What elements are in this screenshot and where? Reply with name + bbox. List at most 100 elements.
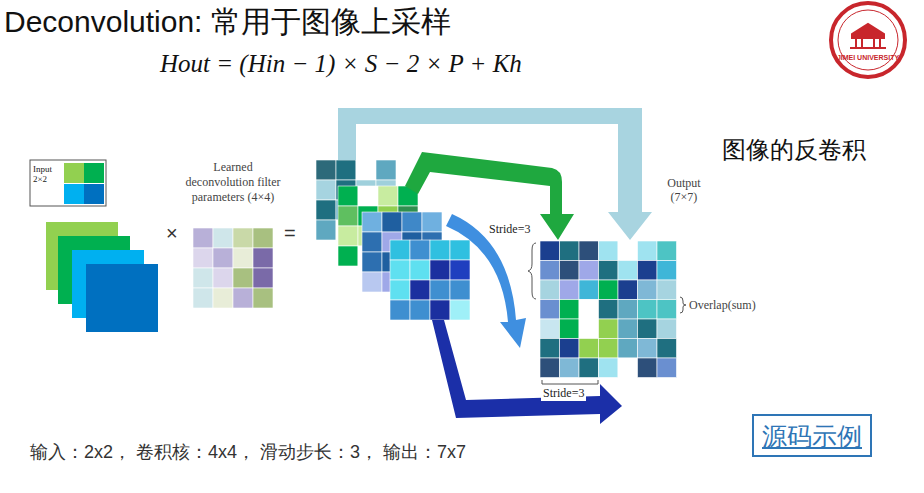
bracket — [680, 297, 686, 313]
grid-cell — [430, 260, 450, 280]
grid-cell — [657, 300, 677, 320]
grid — [540, 241, 677, 378]
grid-cell — [338, 186, 358, 206]
grid-cell — [338, 226, 358, 246]
input-frame — [30, 160, 106, 206]
input-channel — [86, 264, 158, 332]
grid-cell — [579, 358, 599, 378]
grid-cell — [599, 339, 619, 359]
logo-ring — [831, 3, 905, 77]
grid-cell — [376, 160, 396, 180]
grid-cell — [579, 300, 599, 320]
grid-cell — [638, 358, 658, 378]
grid-cell — [618, 358, 638, 378]
logo-text: JIMEI UNIVERSITY — [836, 54, 900, 61]
filter-label: Learned deconvolution filter parameters … — [178, 160, 288, 205]
grid-cell — [599, 280, 619, 300]
grid-cell — [450, 260, 470, 280]
grid-cell — [657, 339, 677, 359]
grid-cell — [579, 241, 599, 261]
grid-cell — [450, 240, 470, 260]
grid-cell — [362, 252, 382, 272]
grid-cell — [213, 288, 233, 308]
grid-cell — [253, 268, 273, 288]
grid-cell — [213, 268, 233, 288]
grid-cell — [540, 280, 560, 300]
grid-cell — [579, 319, 599, 339]
grid-cell — [657, 280, 677, 300]
grid-cell — [253, 288, 273, 308]
grid-cell — [560, 300, 580, 320]
grid-cell — [599, 261, 619, 281]
grid-cell — [638, 280, 658, 300]
grid-cell — [402, 212, 422, 232]
grid-cell — [450, 300, 470, 320]
grid-cell — [338, 246, 358, 266]
grid-cell — [233, 268, 253, 288]
times-sign: × — [166, 222, 178, 245]
link-text: 源码示例 — [762, 420, 862, 453]
grid-cell — [336, 160, 356, 180]
grid-cell — [638, 261, 658, 281]
grid — [193, 228, 273, 308]
grid-cell — [599, 319, 619, 339]
grid-cell — [638, 339, 658, 359]
grid-cell — [422, 212, 442, 232]
grid-cell — [430, 300, 450, 320]
grid-cell — [579, 261, 599, 281]
grid-cell — [233, 228, 253, 248]
input-cell — [64, 163, 84, 183]
grid-cell — [316, 160, 336, 180]
grid-cell — [410, 280, 430, 300]
grid-cell — [540, 241, 560, 261]
grid-cell — [638, 319, 658, 339]
bracket — [528, 243, 536, 299]
grid-cell — [560, 358, 580, 378]
grid — [390, 240, 470, 320]
grid-cell — [618, 319, 638, 339]
grid-cell — [253, 228, 273, 248]
input-label: Input 2×2 — [33, 165, 61, 185]
dark-blue-arrow — [432, 320, 622, 424]
grid-cell — [579, 280, 599, 300]
grid-cell — [390, 300, 410, 320]
grid-cell — [599, 358, 619, 378]
grid-cell — [657, 261, 677, 281]
grid-cell — [618, 241, 638, 261]
logo-gate — [850, 24, 886, 48]
grid-cell — [316, 220, 336, 240]
grid-cell — [362, 272, 382, 292]
grid-cell — [657, 319, 677, 339]
grid-cell — [390, 260, 410, 280]
grid-cell — [638, 300, 658, 320]
grid-cell — [560, 241, 580, 261]
grid-cell — [560, 319, 580, 339]
grid-cell — [618, 300, 638, 320]
grid-cell — [193, 228, 213, 248]
overlap-label: Overlap(sum) — [689, 298, 756, 313]
light-blue-arrow — [338, 108, 652, 240]
green-arrow — [405, 152, 574, 240]
grid-cell — [362, 212, 382, 232]
grid-cell — [540, 300, 560, 320]
grid-cell — [390, 280, 410, 300]
grid-cell — [193, 268, 213, 288]
input-cell — [84, 163, 104, 183]
grid-cell — [213, 248, 233, 268]
grid-cell — [338, 206, 358, 226]
grid-cell — [213, 228, 233, 248]
grid-cell — [410, 300, 430, 320]
grid-cell — [599, 241, 619, 261]
grid-cell — [410, 240, 430, 260]
grid-cell — [657, 358, 677, 378]
grid-cell — [316, 200, 336, 220]
logo-ring — [838, 10, 898, 70]
grid-cell — [540, 261, 560, 281]
grid-cell — [382, 212, 402, 232]
grid-cell — [618, 261, 638, 281]
grid-cell — [560, 280, 580, 300]
stride-label: Stride=3 — [541, 386, 586, 401]
grid-cell — [540, 358, 560, 378]
grid-cell — [657, 241, 677, 261]
